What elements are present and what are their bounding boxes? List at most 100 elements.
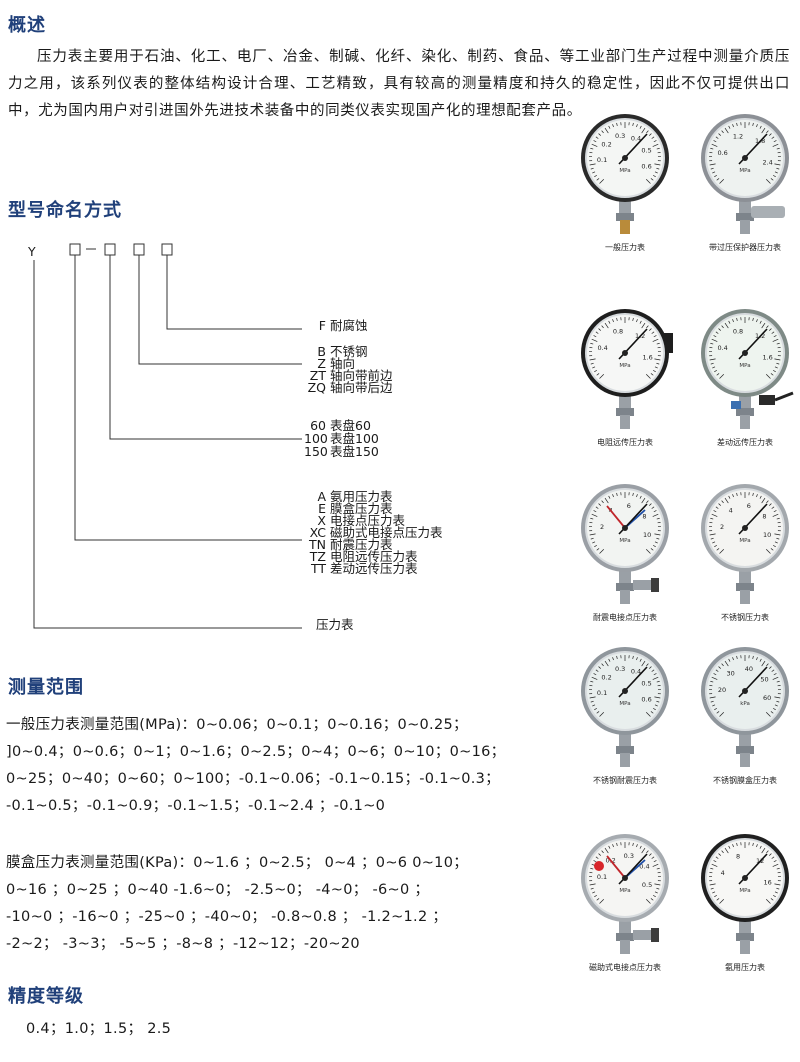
gauge-tick-label: 0.6 <box>641 163 651 171</box>
gauge-unit: MPa <box>739 888 750 894</box>
overview-text: 压力表主要用于石油、化工、电厂、冶金、制碱、化纤、染化、制药、食品、等工业部门生… <box>8 49 790 119</box>
gauge-tick-label: 40 <box>745 665 753 673</box>
branch-line-5 <box>33 260 302 629</box>
overview-heading: 概述 <box>8 15 46 36</box>
gauge-tick-label: 0.4 <box>631 667 641 675</box>
code-desc: 耐震压力表 <box>330 537 393 552</box>
gauge-caption: 差动远传压力表 <box>717 438 773 447</box>
gauge-unit: MPa <box>739 363 750 369</box>
accuracy-text: 0.4；1.0；1.5； 2.5 <box>26 1021 172 1037</box>
range-capsule-line: 膜盒压力表测量范围(KPa)：0~1.6 ；0~2.5； 0~4 ；0~6 0~… <box>6 855 469 871</box>
gauge-unit: MPa <box>619 538 630 544</box>
code: X <box>317 513 326 528</box>
code-desc: 表盘100 <box>330 431 379 446</box>
code-desc: 表盘60 <box>330 418 371 433</box>
gauge-unit: MPa <box>619 701 630 707</box>
code-desc: 电接点压力表 <box>330 513 406 528</box>
model-code-tree: Y F 耐腐蚀 B 不锈钢 Z 轴向 ZT 轴向带前边 ZQ 轴向带后边 60 … <box>0 238 470 638</box>
range-general-line: ]0~0.4；0~0.6；0~1；0~1.6；0~2.5；0~4；0~6；0~1… <box>6 744 506 760</box>
code: Z <box>317 356 326 371</box>
gauge-tick-label: 0.1 <box>597 873 607 881</box>
range-general-line: 一般压力表测量范围(MPa)：0~0.06；0~0.1；0~0.16；0~0.2… <box>6 717 468 733</box>
gauge-tick-label: 0.4 <box>631 134 641 142</box>
gauge-caption: 一般压力表 <box>605 243 645 252</box>
range-capsule-line: 0~16 ；0~25 ；0~40 -1.6~0； -2.5~0； -4~0； -… <box>6 882 430 898</box>
gauge-tick-label: 50 <box>760 675 768 683</box>
gauge-tick-label: 20 <box>718 686 726 694</box>
code: TZ <box>309 549 326 564</box>
gauge-caption: 耐震电接点压力表 <box>593 613 657 622</box>
gauge-tick-label: 0.4 <box>597 344 607 352</box>
branch-line-2 <box>138 255 302 365</box>
gauge-tick-label: 0.6 <box>717 149 727 157</box>
code-desc: 耐腐蚀 <box>330 318 368 333</box>
accuracy-heading: 精度等级 <box>8 986 84 1007</box>
gauge-tick-label: 16 <box>764 878 772 886</box>
gauge-tick-label: 0.5 <box>642 881 652 889</box>
code-desc: 轴向带后边 <box>330 380 393 395</box>
gauge-tick-label: 0.1 <box>597 689 607 697</box>
gauge-caption: 带过压保护器压力表 <box>709 243 781 252</box>
code: TT <box>310 561 326 576</box>
gauge-tick-label: 0.6 <box>641 696 651 704</box>
range-heading: 测量范围 <box>8 677 84 698</box>
gauge-tick-label: 0.3 <box>624 852 634 860</box>
gauge-tick-label: 0.3 <box>615 132 625 140</box>
code-box-1 <box>69 243 81 256</box>
gauge-caption: 不锈钢膜盒压力表 <box>713 776 777 785</box>
gauge-tick-label: 1.2 <box>733 133 743 141</box>
code-desc: 不锈钢 <box>330 344 368 359</box>
gauge-unit: MPa <box>739 538 750 544</box>
branch-line-3 <box>109 255 302 440</box>
range-capsule-line: -10~0 ；-16~0 ；-25~0 ；-40~0； -0.8~0.8 ； -… <box>6 909 448 925</box>
code-desc: 氨用压力表 <box>330 489 393 504</box>
gauge-tick-label: 10 <box>643 531 651 539</box>
code: B <box>317 344 326 359</box>
gauge-tick-label: 0.5 <box>641 679 651 687</box>
gauge-tick-label: 4 <box>721 869 725 877</box>
code-desc: 电阻远传压力表 <box>330 549 418 564</box>
code: E <box>318 501 326 516</box>
gauge-tick-label: 0.2 <box>601 674 611 682</box>
gauge-tick-label: 0.4 <box>717 344 727 352</box>
gauge-tick-label: 2.4 <box>762 158 772 166</box>
code-desc: 压力表 <box>316 617 354 632</box>
gauge-tick-label: 30 <box>727 670 735 678</box>
code-box-4 <box>161 243 173 256</box>
gauge-tick-label: 10 <box>763 531 771 539</box>
code-desc: 磁助式电接点压力表 <box>330 525 443 540</box>
gauge-tick-label: 0.2 <box>601 141 611 149</box>
code-desc: 表盘150 <box>330 444 379 459</box>
code: TN <box>309 537 326 552</box>
branch-line-4 <box>74 255 302 541</box>
range-general-line: -0.1~0.5；-0.1~0.9；-0.1~1.5；-0.1~2.4 ；-0.… <box>6 798 386 814</box>
gauge-unit: MPa <box>619 363 630 369</box>
gauge-tick-label: 0.1 <box>597 156 607 164</box>
code-desc: 轴向带前边 <box>330 368 393 383</box>
code: ZT <box>309 368 326 383</box>
gauge-caption: 磁助式电接点压力表 <box>589 963 661 972</box>
code: XC <box>309 525 326 540</box>
gauge-caption: 不锈钢压力表 <box>721 613 769 622</box>
gauge-tick-label: 0.4 <box>639 862 649 870</box>
code-desc: 轴向 <box>330 356 356 371</box>
gauge-unit: kPa <box>740 701 750 707</box>
model-heading: 型号命名方式 <box>8 200 122 221</box>
range-capsule-line: -2~2； -3~3； -5~5 ；-8~8 ；-12~12；-20~20 <box>6 936 360 952</box>
code: 150 <box>304 444 328 459</box>
gauge-tick-label: 1.6 <box>642 353 652 361</box>
gauge-caption: 不锈钢耐震压力表 <box>593 776 657 785</box>
branch-line-1 <box>166 255 302 330</box>
